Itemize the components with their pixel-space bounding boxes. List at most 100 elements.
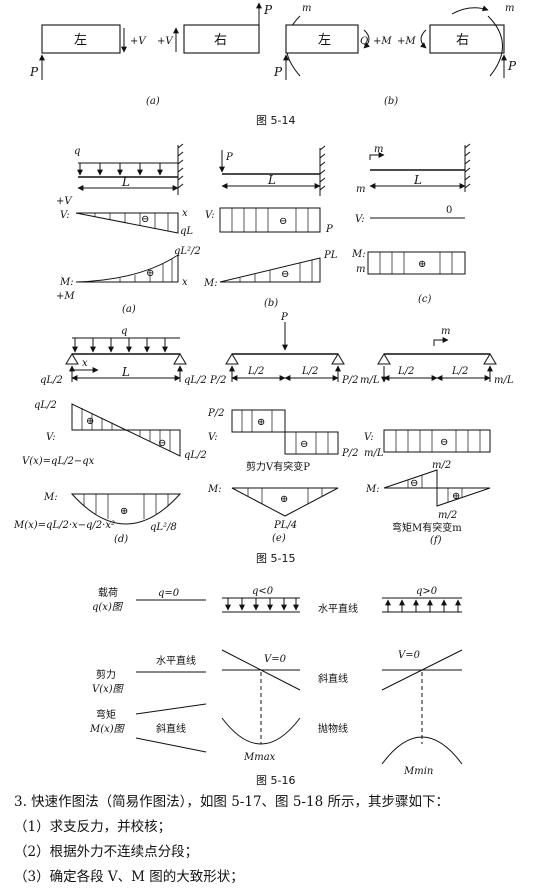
row-label-moment-1: 弯矩 [96, 708, 116, 721]
figure-5-15-a: q L +V V: ⊖ x qL M: +M [56, 143, 201, 315]
figure-5-15-d: q qL/2 qL/2 x L qL/2 V: ⊕ [13, 326, 207, 545]
axis-x-v: x [182, 208, 188, 219]
sign-minus: ⊖ [279, 216, 287, 227]
sign-v: +V [56, 196, 73, 207]
pin-support-left [225, 353, 239, 365]
axis-x-m: x [182, 277, 188, 288]
dim-label-l2a: L/2 [397, 366, 414, 377]
value-p: P [325, 224, 333, 235]
moment-diagram [231, 487, 339, 517]
text-line-1: 3. 快速作图法（简易作图法），如图 5-17、图 5-18 所示，其步骤如下： [14, 794, 449, 810]
moment-diagram [367, 251, 466, 275]
distributed-load-arrows [72, 338, 168, 353]
shear-top-value: qL/2 [34, 400, 57, 411]
wall-hatch [464, 143, 471, 189]
shear-horizontal-label: 水平直线 [156, 654, 196, 667]
moment-max-label: Mmax [243, 752, 276, 763]
right-segment-a [183, 24, 260, 54]
shear-label-right: +V [157, 36, 174, 47]
sign-minus-m: ⊖ [146, 268, 154, 279]
shear-label-left: +V [130, 36, 147, 47]
figure-5-15-e: P P/2 P/2 L/2 L/2 P/2 V: ⊕ ⊖ P/2 剪力V有突变P… [207, 312, 358, 544]
reaction-label-right: m/L [494, 375, 514, 386]
left-label-b: 左 [318, 33, 331, 48]
value-zero: 0 [446, 205, 452, 216]
shear-zero-label-2: V=0 [398, 650, 421, 661]
figure-5-15-b: P L V: ⊖ P M: ⊖ PL (b) [203, 145, 338, 309]
axis-m: M: [203, 278, 218, 289]
row-label-moment-2: M(x)图 [89, 724, 126, 735]
value-m: m [356, 264, 365, 275]
moment-parabola-up [381, 736, 463, 765]
load-label-p: P [225, 152, 233, 163]
row-label-shear-2: V(x)图 [92, 684, 125, 695]
shear-hatch [231, 208, 309, 232]
shear-negative [125, 429, 181, 457]
dim-label-l2b: L/2 [301, 366, 318, 377]
moment-equation: M(x)=qL/2·x−q/2·x² [13, 520, 115, 531]
sub-caption-b: (b) [384, 96, 398, 107]
dim-label-l: L [121, 175, 130, 189]
sub-caption-15f: (f) [430, 535, 442, 546]
axis-m: M: [43, 492, 58, 503]
moment-label-left: +M [373, 36, 392, 47]
moment-hatch [239, 260, 313, 282]
sign-plus-m: ⊕ [120, 506, 128, 517]
distributed-load-arrows [77, 163, 163, 176]
figure-caption-5-15: 图 5-15 [256, 552, 295, 565]
sub-caption-15e: (e) [272, 533, 286, 544]
shear-desc: 斜直线 [318, 672, 348, 685]
sub-caption-a: (a) [146, 96, 160, 107]
moment-hatch [407, 475, 463, 502]
axis-v: V: [46, 432, 56, 443]
figure-5-16: 载荷 q(x)图 q=0 q<0 水平直线 q>0 剪力 V(x)图 水平直 [89, 586, 463, 777]
shear-value: m/L [364, 448, 384, 459]
shear-equation: V(x)=qL/2−qx [22, 456, 95, 467]
force-label-p-a1: P [29, 65, 39, 79]
moment-min-label: Mmin [403, 766, 433, 777]
moment-parabola [70, 493, 182, 525]
shear-negative [284, 431, 339, 455]
shear-hatch [94, 213, 169, 231]
axis-v: V: [208, 432, 218, 443]
text-line-2: （1）求支反力，并校核； [14, 819, 172, 835]
reaction-label-left: m/L [360, 375, 380, 386]
row-label-shear-1: 剪力 [96, 668, 116, 681]
load-qpos-arrows [385, 599, 461, 612]
reaction-label-right: P/2 [341, 375, 358, 386]
moment-arrow-right [419, 29, 427, 49]
roller-support-right [483, 353, 497, 365]
reaction-label-left: qL/2 [40, 375, 63, 386]
sign-minus-m: ⊖ [410, 478, 418, 489]
shear-diagram [383, 429, 491, 453]
load-label-p: P [280, 312, 288, 323]
sign-minus-v: ⊖ [300, 439, 308, 450]
figure-5-14: 左 P +V +V 右 P m 左 P Q +M +M 右 m P (a) (b… [29, 2, 517, 127]
text-line-4: （3）确定各段 V、M 图的大致形状； [14, 869, 244, 885]
axis-m: M: [365, 484, 380, 495]
sign-plus-m: ⊕ [280, 494, 288, 505]
moment-arrow-left [363, 29, 371, 49]
pin-support-left [65, 353, 79, 365]
moment-negative [383, 469, 438, 489]
left-segment-b [285, 24, 359, 54]
moment-max-value: qL²/8 [150, 522, 177, 533]
sub-caption-15d: (d) [114, 534, 128, 545]
moment-parabola-down [221, 717, 301, 745]
shear-diagram [219, 207, 321, 233]
moment-slope-1 [135, 703, 207, 715]
row-label-load-1: 载荷 [98, 587, 118, 599]
sign-plus: ⊕ [418, 259, 426, 270]
moment-arrow [369, 152, 385, 160]
axis-m: M: [351, 249, 366, 260]
figure-5-15-f: m m/L m/L L/2 L/2 V: ⊖ m/L m/2 M: ⊖ [360, 326, 514, 546]
right-label-a: 右 [214, 33, 227, 48]
moment-label-m2: m [505, 3, 514, 14]
axis-v: V: [205, 210, 215, 221]
sub-caption-15c: (c) [418, 294, 432, 305]
moment-jump-note: 弯矩M有突变m [392, 521, 462, 534]
figure-caption-5-14: 图 5-14 [256, 114, 295, 127]
reaction-label-right: qL/2 [184, 375, 207, 386]
shear-zero-label-1: V=0 [264, 654, 287, 665]
dim-label-x: x [82, 358, 88, 369]
